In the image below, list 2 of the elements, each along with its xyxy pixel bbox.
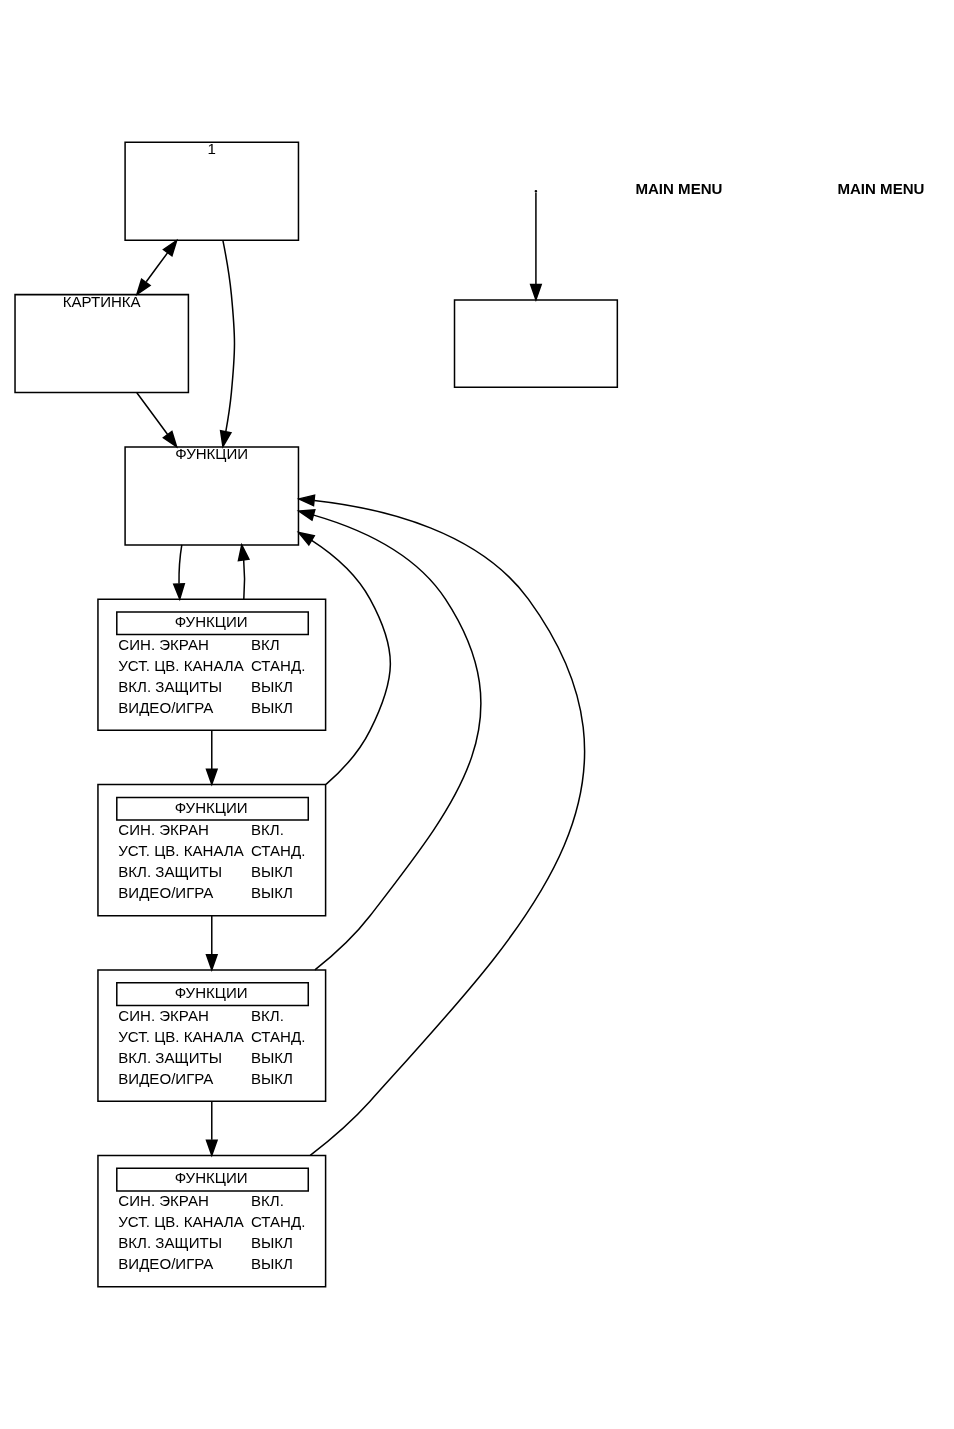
- label: MAIN MENU: [836, 179, 924, 197]
- label: MAIN MENU: [634, 179, 722, 197]
